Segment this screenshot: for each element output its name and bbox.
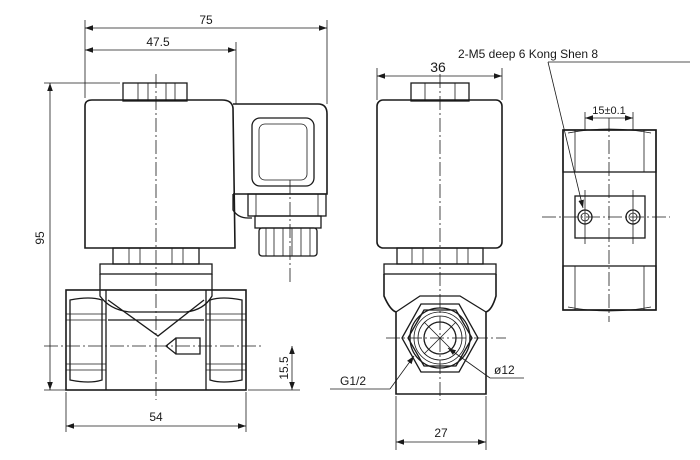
coil-top-nut — [122, 82, 188, 102]
valve-body — [65, 289, 247, 391]
side-dimensions: 36 27 G1/2 ø12 — [330, 59, 524, 450]
dim-overall-width: 75 — [199, 13, 213, 27]
dim-coil-depth: 36 — [430, 59, 446, 75]
bore-label: ø12 — [494, 363, 515, 377]
front-dimensions: 75 47.5 95 54 15.5 — [33, 13, 328, 432]
bottom-view — [542, 118, 670, 322]
thread-label: G1/2 — [340, 374, 366, 388]
side-coil — [376, 99, 503, 249]
dim-height: 95 — [33, 231, 47, 245]
bottom-dimensions: 15±0.1 2-M5 deep 6 Kong Shen 8 — [458, 47, 690, 209]
coil-body — [84, 99, 236, 249]
dim-body-length: 54 — [149, 410, 163, 424]
dim-coil-width: 47.5 — [146, 35, 170, 49]
side-view — [376, 74, 506, 400]
mount-hole-label: 2-M5 deep 6 Kong Shen 8 — [458, 47, 598, 61]
dim-hole-spacing: 15±0.1 — [592, 105, 626, 117]
dim-port-height: 15.5 — [277, 356, 291, 380]
dim-body-width: 27 — [434, 426, 448, 440]
connector-plug — [232, 103, 328, 257]
front-view — [44, 74, 328, 400]
